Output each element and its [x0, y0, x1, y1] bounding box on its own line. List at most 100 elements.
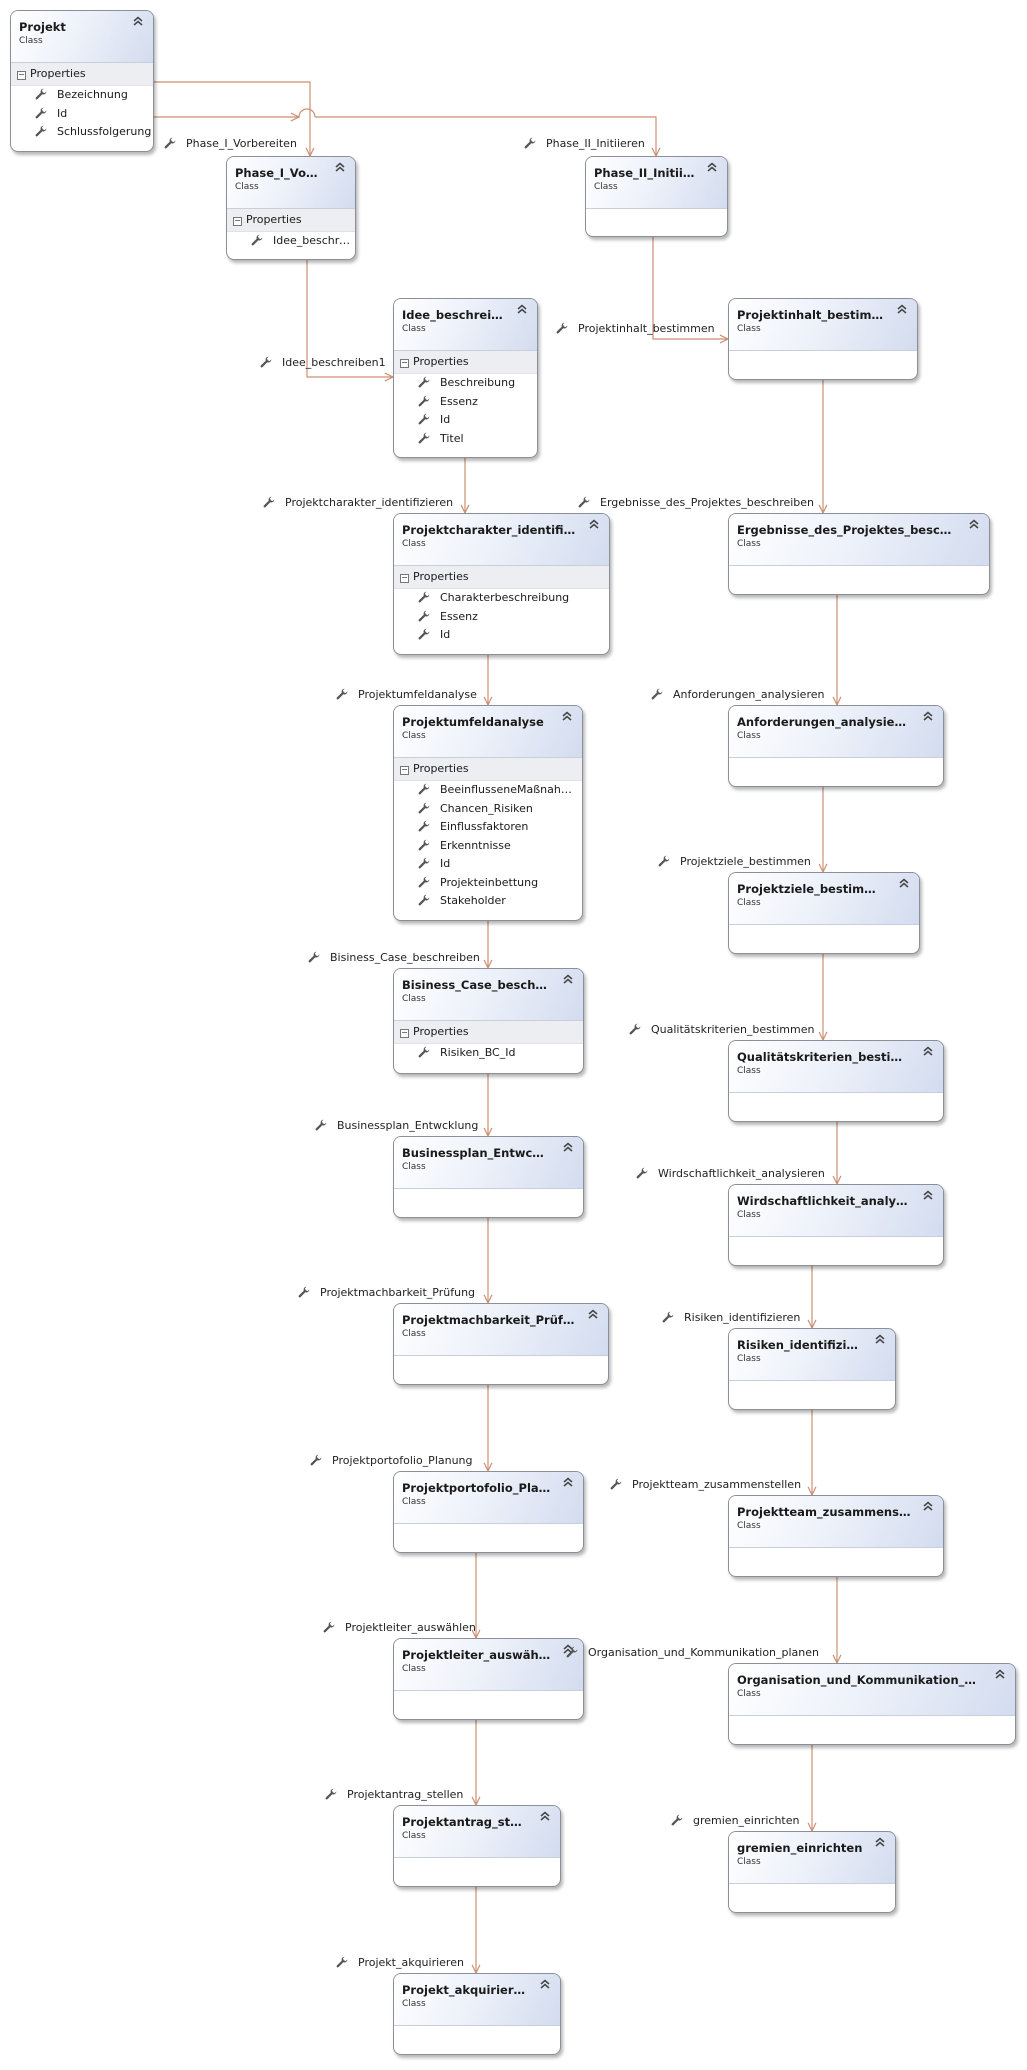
class-box-charakter[interactable]: Projektcharakter_identifizier...Class−Pr… — [393, 513, 610, 655]
association-label-idee[interactable]: Idee_beschreiben1 — [260, 356, 386, 369]
class-box-businessplan[interactable]: Businessplan_EntwcklungClass — [393, 1136, 584, 1218]
association-label-phase1[interactable]: Phase_I_Vorbereiten — [164, 137, 297, 150]
collapse-chevron-icon[interactable] — [562, 711, 572, 724]
properties-compartment-header[interactable]: −Properties — [11, 63, 153, 86]
properties-compartment-header[interactable]: −Properties — [394, 758, 582, 781]
class-header[interactable]: Projektteam_zusammenstellenClass — [729, 1496, 943, 1548]
association-label-bisiness[interactable]: Bisiness_Case_beschreiben — [308, 951, 480, 964]
association-label-umfeld[interactable]: Projektumfeldanalyse — [336, 688, 477, 701]
collapse-chevron-icon[interactable] — [995, 1669, 1005, 1682]
property-row[interactable]: Id — [394, 855, 582, 874]
collapse-chevron-icon[interactable] — [563, 1142, 573, 1155]
collapse-chevron-icon[interactable] — [707, 162, 717, 175]
property-row[interactable]: Erkenntnisse — [394, 837, 582, 856]
collapse-chevron-icon[interactable] — [517, 304, 527, 317]
association-label-inhalt[interactable]: Projektinhalt_bestimmen — [556, 322, 715, 335]
property-row[interactable]: Titel — [394, 430, 537, 449]
properties-compartment-header[interactable]: −Properties — [394, 351, 537, 374]
collapse-minus-icon[interactable]: − — [17, 70, 26, 80]
class-header[interactable]: Projektcharakter_identifizier...Class — [394, 514, 609, 566]
collapse-minus-icon[interactable]: − — [400, 765, 409, 775]
collapse-chevron-icon[interactable] — [563, 1477, 573, 1490]
properties-compartment-header[interactable]: −Properties — [394, 1021, 583, 1044]
association-label-leiter[interactable]: Projektleiter_auswählen — [323, 1621, 476, 1634]
class-header[interactable]: Phase_I_VorbereitenClass — [227, 157, 355, 209]
property-row[interactable]: Stakeholder — [394, 892, 582, 911]
property-row[interactable]: Projekteinbettung — [394, 874, 582, 893]
association-label-charakter[interactable]: Projektcharakter_identifizieren — [263, 496, 453, 509]
properties-compartment-header[interactable]: −Properties — [227, 209, 355, 232]
property-row[interactable]: Id — [394, 411, 537, 430]
property-row[interactable]: Essenz — [394, 608, 609, 627]
class-box-phase2[interactable]: Phase_II_InitiierenClass — [585, 156, 728, 237]
class-box-ergebnisse[interactable]: Ergebnisse_des_Projektes_beschreibenClas… — [728, 513, 990, 595]
collapse-chevron-icon[interactable] — [875, 1334, 885, 1347]
collapse-minus-icon[interactable]: − — [400, 358, 409, 368]
properties-compartment-header[interactable]: −Properties — [394, 566, 609, 589]
association-label-antrag[interactable]: Projektantrag_stellen — [325, 1788, 463, 1801]
association-label-ergebnisse[interactable]: Ergebnisse_des_Projektes_beschreiben — [578, 496, 814, 509]
association-label-ziele[interactable]: Projektziele_bestimmen — [658, 855, 811, 868]
association-label-phase2[interactable]: Phase_II_Initiieren — [524, 137, 645, 150]
property-row[interactable]: Bezeichnung — [11, 86, 153, 105]
property-row[interactable]: Risiken_BC_Id — [394, 1044, 583, 1063]
collapse-chevron-icon[interactable] — [923, 1046, 933, 1059]
association-label-gremien[interactable]: gremien_einrichten — [671, 1814, 800, 1827]
association-label-organisation[interactable]: Organisation_und_Kommunikation_planen — [566, 1646, 819, 1659]
property-row[interactable]: Schlussfolgerung — [11, 123, 153, 142]
collapse-chevron-icon[interactable] — [923, 1190, 933, 1203]
class-header[interactable]: Businessplan_EntwcklungClass — [394, 1137, 583, 1189]
collapse-minus-icon[interactable]: − — [233, 216, 242, 226]
class-box-portofolio[interactable]: Projektportofolio_PlanungClass — [393, 1471, 584, 1553]
collapse-chevron-icon[interactable] — [335, 162, 345, 175]
property-row[interactable]: Id — [394, 626, 609, 645]
association-label-anforderungen[interactable]: Anforderungen_analysieren — [651, 688, 824, 701]
collapse-chevron-icon[interactable] — [897, 304, 907, 317]
collapse-chevron-icon[interactable] — [923, 1501, 933, 1514]
class-header[interactable]: Projektportofolio_PlanungClass — [394, 1472, 583, 1524]
class-header[interactable]: Ergebnisse_des_Projektes_beschreibenClas… — [729, 514, 989, 566]
class-box-team[interactable]: Projektteam_zusammenstellenClass — [728, 1495, 944, 1577]
collapse-chevron-icon[interactable] — [875, 1837, 885, 1850]
collapse-chevron-icon[interactable] — [563, 974, 573, 987]
property-row[interactable]: Id — [11, 105, 153, 124]
association-label-portofolio[interactable]: Projektportofolio_Planung — [310, 1454, 473, 1467]
collapse-chevron-icon[interactable] — [969, 519, 979, 532]
association-label-qualitaet[interactable]: Qualitätskriterien_bestimmen — [629, 1023, 814, 1036]
association-label-team[interactable]: Projektteam_zusammenstellen — [610, 1478, 801, 1491]
property-row[interactable]: Einflussfaktoren — [394, 818, 582, 837]
property-row[interactable]: Beschreibung — [394, 374, 537, 393]
association-label-akquirieren[interactable]: Projekt_akquirieren — [336, 1956, 464, 1969]
association-label-wirtschaft[interactable]: Wirdschaftlichkeit_analysieren — [636, 1167, 825, 1180]
collapse-chevron-icon[interactable] — [540, 1979, 550, 1992]
property-row[interactable]: Idee_beschreiben — [227, 232, 355, 251]
collapse-chevron-icon[interactable] — [589, 519, 599, 532]
association-label-machbarkeit[interactable]: Projektmachbarkeit_Prüfung — [298, 1286, 475, 1299]
collapse-chevron-icon[interactable] — [540, 1811, 550, 1824]
collapse-chevron-icon[interactable] — [133, 16, 143, 29]
collapse-chevron-icon[interactable] — [899, 878, 909, 891]
class-box-bisiness[interactable]: Bisiness_Case_beschreibenClass−Propertie… — [393, 968, 584, 1074]
